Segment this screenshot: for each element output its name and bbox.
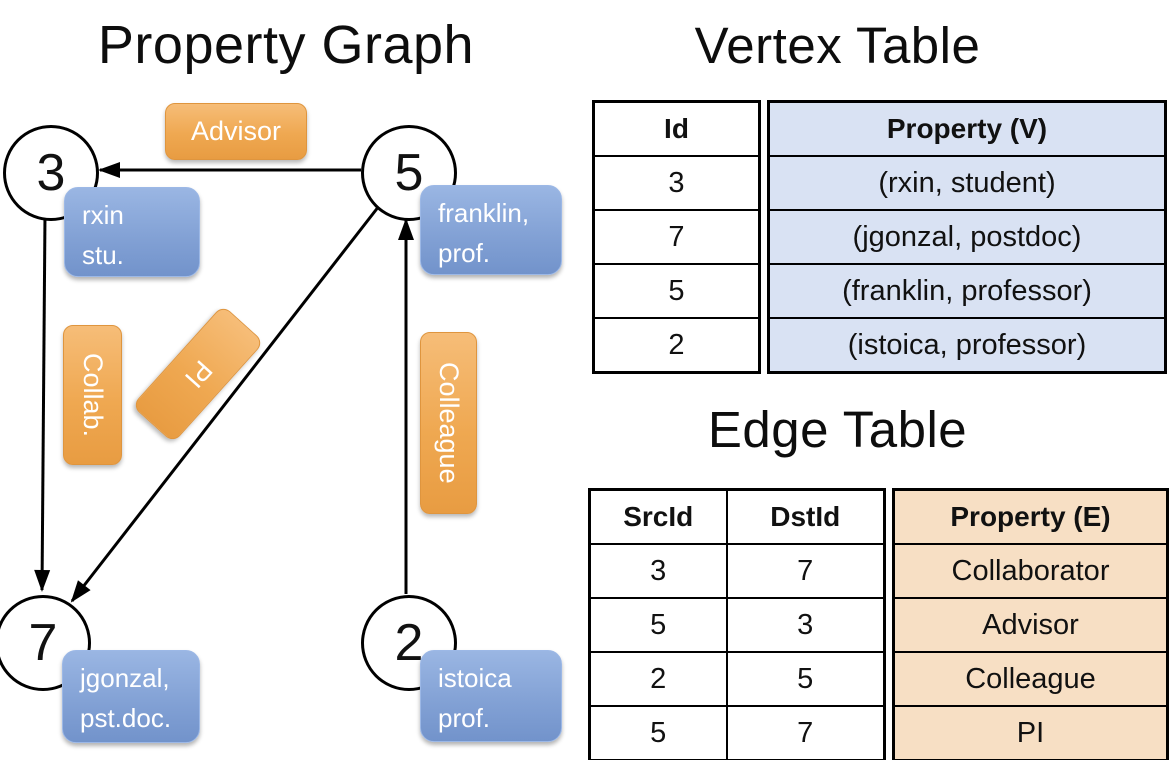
edge-property-cell: Collaborator bbox=[892, 543, 1169, 599]
edge-pi-5-to-7 bbox=[70, 205, 381, 603]
vertex-7-prop-line2: pst.doc. bbox=[80, 703, 172, 734]
table-row: 3 bbox=[592, 155, 761, 211]
table-row: Colleague bbox=[892, 651, 1169, 707]
vertex-table-property-column: Property (V) (rxin, student) (jgonzal, p… bbox=[767, 100, 1167, 374]
edge-table-property-column: Property (E) Collaborator Advisor Collea… bbox=[892, 488, 1169, 760]
edge-collab-3-to-7 bbox=[34, 213, 51, 592]
table-row: 2 bbox=[592, 317, 761, 374]
table-row: Collaborator bbox=[892, 543, 1169, 599]
edge-table-header-srcid: SrcId bbox=[588, 488, 728, 545]
graph-node-3: 3 bbox=[3, 125, 99, 221]
vertex-table-header-property: Property (V) bbox=[767, 100, 1167, 157]
vertex-id-cell: 7 bbox=[592, 209, 761, 265]
edge-label-collaborator: Collab. bbox=[63, 325, 122, 465]
table-row: (franklin, professor) bbox=[767, 263, 1167, 319]
table-row: 5 bbox=[592, 263, 761, 319]
edge-table-header-dstid: DstId bbox=[725, 488, 886, 545]
edge-table-title: Edge Table bbox=[707, 401, 968, 458]
edge-src-cell: 3 bbox=[588, 543, 728, 599]
table-row: 5 7 bbox=[588, 705, 886, 760]
vertex-7-prop-line1: jgonzal, bbox=[80, 663, 170, 693]
edge-table-src-dst-columns: SrcId DstId 3 7 5 3 2 5 5 7 bbox=[588, 488, 886, 760]
node-7-id: 7 bbox=[28, 614, 58, 672]
vertex-id-cell: 5 bbox=[592, 263, 761, 319]
table-row: (jgonzal, postdoc) bbox=[767, 209, 1167, 265]
table-row: 3 7 bbox=[588, 543, 886, 599]
vertex-property-cell: (istoica, professor) bbox=[767, 317, 1167, 374]
edge-label-colleague: Colleague bbox=[420, 332, 477, 514]
edge-label-advisor: Advisor bbox=[165, 103, 307, 160]
vertex-property-cell: (rxin, student) bbox=[767, 155, 1167, 211]
node-2-id: 2 bbox=[394, 614, 424, 672]
vertex-2-prop-line1: istoica bbox=[438, 663, 512, 693]
vertex-property-box-7: jgonzal, pst.doc. bbox=[62, 650, 200, 743]
edge-dst-cell: 3 bbox=[725, 597, 886, 653]
vertex-2-prop-line2: prof. bbox=[438, 703, 491, 734]
vertex-property-box-2: istoica prof. bbox=[420, 650, 562, 742]
graph-node-5: 5 bbox=[361, 125, 457, 221]
vertex-property-box-5: franklin, prof. bbox=[420, 185, 562, 275]
table-row: (rxin, student) bbox=[767, 155, 1167, 211]
node-3-id: 3 bbox=[36, 144, 66, 202]
edge-src-cell: 5 bbox=[588, 705, 728, 760]
vertex-table-header-id: Id bbox=[592, 100, 761, 157]
edge-property-cell: PI bbox=[892, 705, 1169, 760]
node-5-id: 5 bbox=[394, 144, 424, 202]
vertex-id-cell: 2 bbox=[592, 317, 761, 374]
edge-src-cell: 5 bbox=[588, 597, 728, 653]
edge-property-cell: Advisor bbox=[892, 597, 1169, 653]
vertex-table-id-column: Id 3 7 5 2 bbox=[592, 100, 761, 374]
edge-table: SrcId DstId 3 7 5 3 2 5 5 7 Property (E)… bbox=[588, 488, 1169, 760]
table-row: PI bbox=[892, 705, 1169, 760]
vertex-table: Id 3 7 5 2 Property (V) (rxin, student) … bbox=[592, 100, 1167, 374]
edge-src-cell: 2 bbox=[588, 651, 728, 707]
edge-property-cell: Colleague bbox=[892, 651, 1169, 707]
table-row: (istoica, professor) bbox=[767, 317, 1167, 374]
vertex-5-prop-line1: franklin, bbox=[438, 198, 530, 228]
table-row: 7 bbox=[592, 209, 761, 265]
vertex-3-prop-line1: rxin bbox=[82, 200, 124, 230]
property-graph-title: Property Graph bbox=[97, 15, 475, 75]
vertex-property-cell: (franklin, professor) bbox=[767, 263, 1167, 319]
table-row: Advisor bbox=[892, 597, 1169, 653]
edge-dst-cell: 7 bbox=[725, 705, 886, 760]
vertex-3-prop-line2: stu. bbox=[82, 240, 124, 271]
vertex-5-prop-line2: prof. bbox=[438, 238, 491, 269]
edge-dst-cell: 5 bbox=[725, 651, 886, 707]
edge-table-header-property: Property (E) bbox=[892, 488, 1169, 545]
vertex-table-title: Vertex Table bbox=[694, 17, 981, 74]
edge-dst-cell: 7 bbox=[725, 543, 886, 599]
vertex-property-box-3: rxin stu. bbox=[64, 187, 200, 277]
table-row: 5 3 bbox=[588, 597, 886, 653]
table-row: 2 5 bbox=[588, 651, 886, 707]
vertex-property-cell: (jgonzal, postdoc) bbox=[767, 209, 1167, 265]
vertex-id-cell: 3 bbox=[592, 155, 761, 211]
